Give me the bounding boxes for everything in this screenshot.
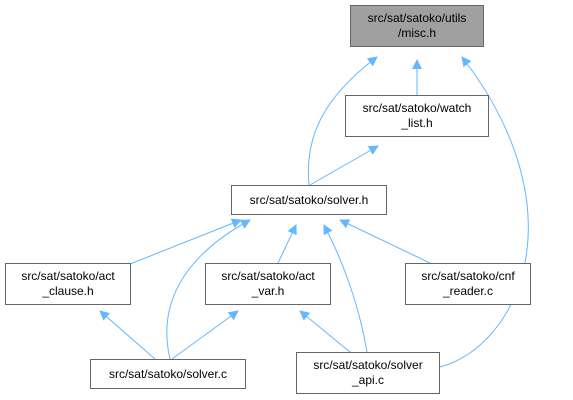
node-cnf-reader-c-line2: _reader.c xyxy=(442,284,494,298)
node-solver-api-c-line2: _api.c xyxy=(351,373,385,387)
node-misc-h: src/sat/satoko/utils /misc.h xyxy=(350,5,484,47)
node-act-clause-h-line1: src/sat/satoko/act xyxy=(21,269,115,283)
edge-solver-api-to-misc xyxy=(439,56,529,368)
edge-solver-c-to-solver-h xyxy=(166,219,251,360)
node-solver-h[interactable]: src/sat/satoko/solver.h xyxy=(231,185,387,215)
node-solver-c[interactable]: src/sat/satoko/solver.c xyxy=(90,359,246,389)
edge-solver-h-to-watch-list xyxy=(309,145,379,186)
node-act-clause-h-line2: _clause.h xyxy=(42,284,94,298)
edge-solver-api-to-act-var xyxy=(299,310,351,353)
edge-solver-h-to-misc xyxy=(307,56,378,186)
edge-act-var-to-solver-h xyxy=(277,224,297,264)
edge-cnf-reader-to-solver-h xyxy=(339,219,431,264)
edge-solver-c-to-act-var xyxy=(171,310,239,360)
node-solver-api-c-line1: src/sat/satoko/solver xyxy=(313,358,423,372)
node-act-var-h-line1: src/sat/satoko/act xyxy=(221,269,315,283)
edge-solver-api-to-solver-h xyxy=(323,224,368,353)
node-watch-list-h-line1: src/sat/satoko/watch xyxy=(362,101,472,115)
node-misc-h-line2: /misc.h xyxy=(397,26,436,40)
node-misc-h-line1: src/sat/satoko/utils xyxy=(367,11,467,25)
node-solver-api-c[interactable]: src/sat/satoko/solver _api.c xyxy=(296,352,440,394)
node-watch-list-h[interactable]: src/sat/satoko/watch _list.h xyxy=(345,95,489,137)
node-act-clause-h[interactable]: src/sat/satoko/act _clause.h xyxy=(5,263,131,305)
node-act-var-h[interactable]: src/sat/satoko/act _var.h xyxy=(205,263,331,305)
edge-solver-c-to-act-clause xyxy=(99,310,156,360)
node-solver-h-line1: src/sat/satoko/solver.h xyxy=(249,192,369,207)
node-watch-list-h-line2: _list.h xyxy=(401,116,433,130)
node-solver-c-line1: src/sat/satoko/solver.c xyxy=(108,366,228,381)
node-act-var-h-line2: _var.h xyxy=(251,284,285,298)
node-cnf-reader-c[interactable]: src/sat/satoko/cnf _reader.c xyxy=(405,263,531,305)
node-cnf-reader-c-line1: src/sat/satoko/cnf xyxy=(421,269,515,283)
edge-act-clause-to-solver-h xyxy=(129,218,242,265)
